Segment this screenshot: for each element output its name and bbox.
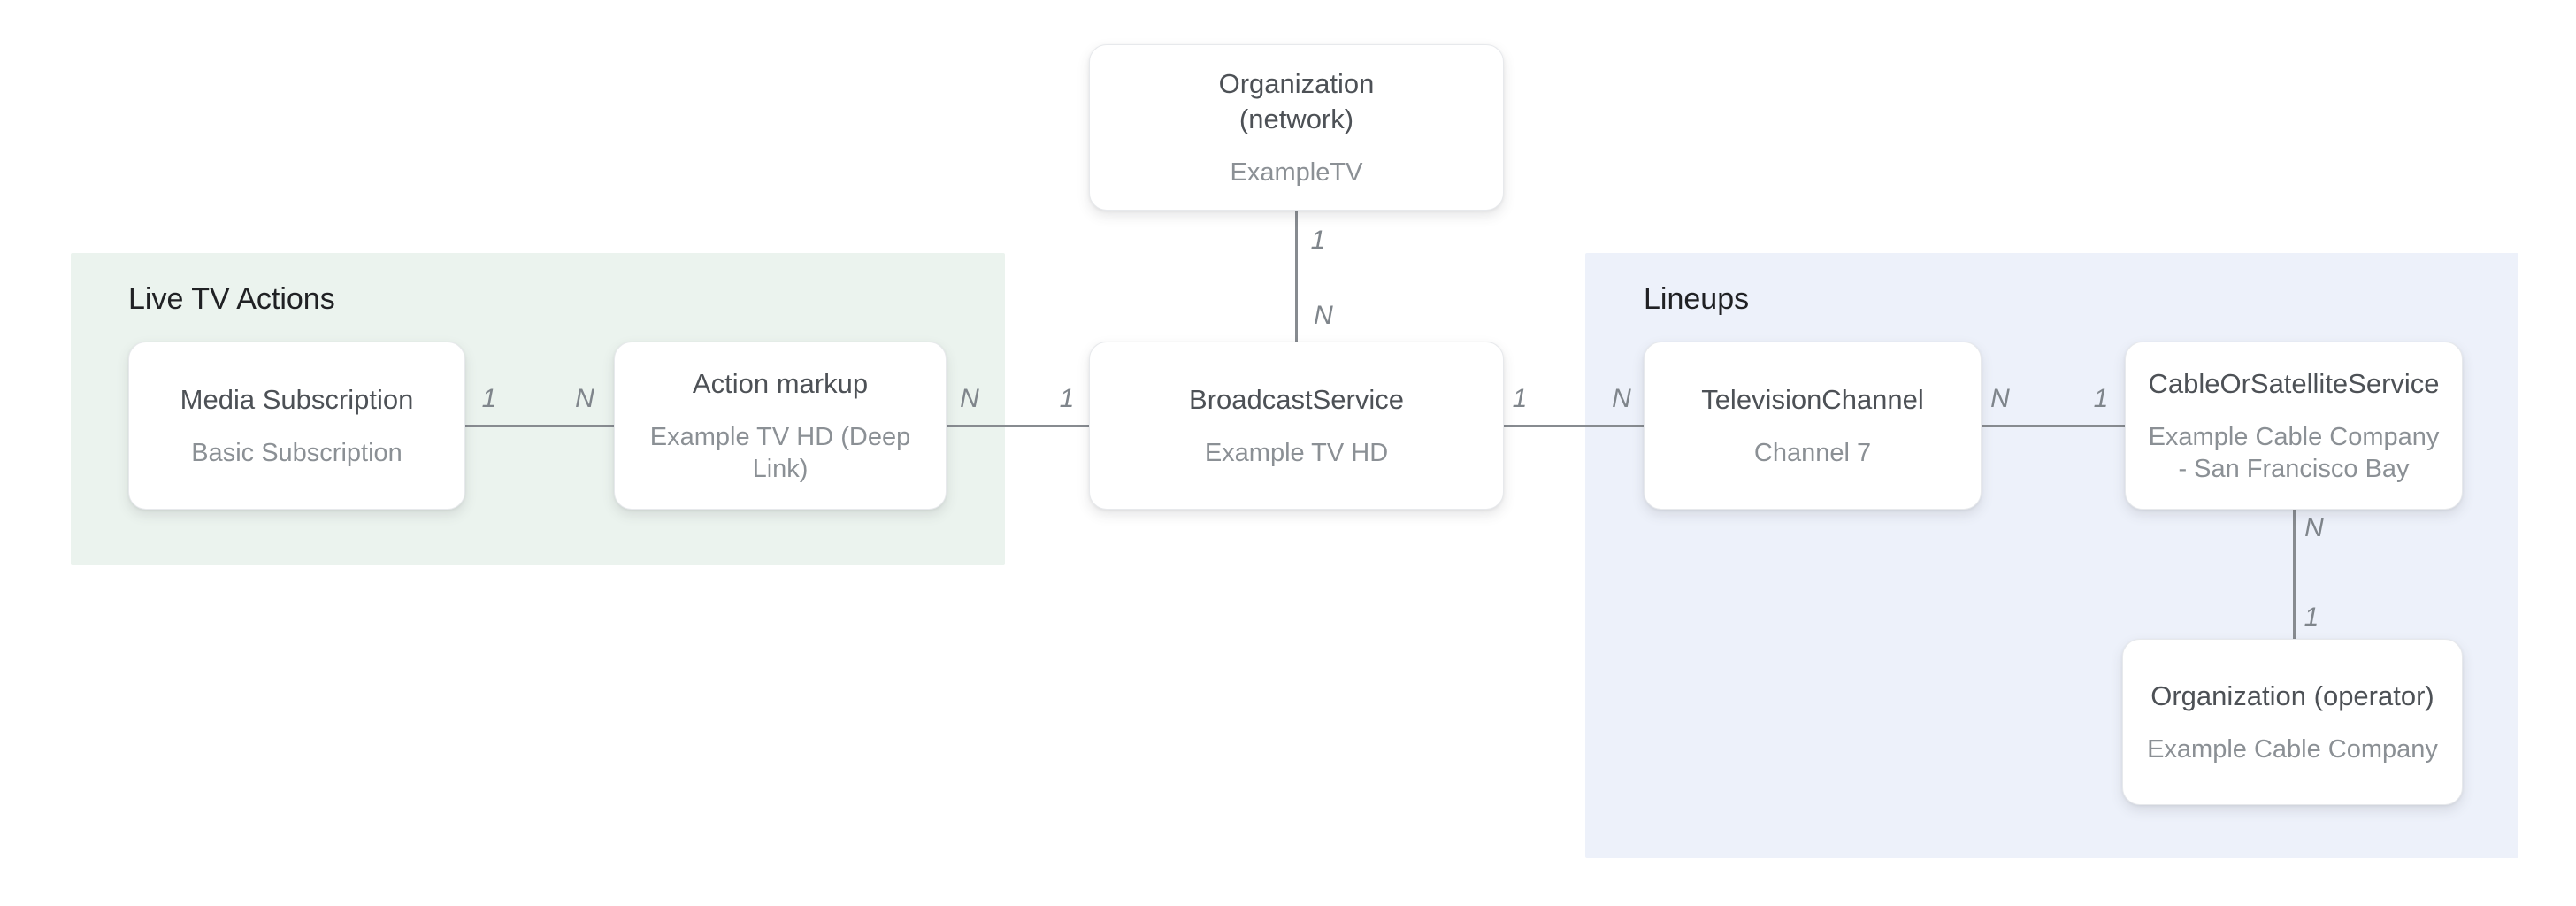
- node-organization-operator: Organization (operator) Example Cable Co…: [2122, 639, 2463, 805]
- node-organization-network: Organization (network) ExampleTV: [1089, 44, 1504, 211]
- node-organization-network-title: Organization (network): [1218, 68, 1375, 134]
- node-organization-operator-title: Organization (operator): [2150, 680, 2434, 711]
- cardinality-cable-operator-end: 1: [2304, 603, 2319, 632]
- edge-action-broadcast-line: [947, 425, 1089, 427]
- node-television-channel-title: TelevisionChannel: [1701, 384, 1924, 415]
- node-broadcast-service-title: BroadcastService: [1189, 384, 1404, 415]
- cardinality-network-broadcast-end: N: [1314, 301, 1333, 330]
- cardinality-broadcast-television-end: N: [1612, 384, 1631, 413]
- edge-cable-operator-line: [2293, 510, 2296, 639]
- node-television-channel: TelevisionChannel Channel 7: [1644, 342, 1982, 510]
- node-action-markup: Action markup Example TV HD (Deep Link): [614, 342, 947, 510]
- cardinality-television-cable-end: 1: [2093, 384, 2109, 413]
- cardinality-television-cable-start: N: [1990, 384, 2010, 413]
- node-media-subscription-subtitle: Basic Subscription: [191, 439, 402, 467]
- node-organization-network-subtitle: ExampleTV: [1230, 158, 1363, 187]
- edge-media-action-line: [465, 425, 614, 427]
- cardinality-network-broadcast-start: 1: [1310, 226, 1326, 255]
- cardinality-broadcast-television-start: 1: [1512, 384, 1528, 413]
- cardinality-media-action-end: N: [575, 384, 594, 413]
- edge-broadcast-television-line: [1504, 425, 1644, 427]
- node-broadcast-service: BroadcastService Example TV HD: [1089, 342, 1504, 510]
- node-broadcast-service-subtitle: Example TV HD: [1204, 439, 1389, 467]
- edge-television-cable-line: [1982, 425, 2125, 427]
- node-organization-operator-subtitle: Example Cable Company: [2147, 735, 2438, 764]
- cardinality-cable-operator-start: N: [2304, 513, 2324, 542]
- node-cable-or-satellite-service-title: CableOrSatelliteService: [2148, 368, 2440, 399]
- node-media-subscription: Media Subscription Basic Subscription: [128, 342, 465, 510]
- cardinality-action-broadcast-end: 1: [1059, 384, 1075, 413]
- node-cable-or-satellite-service: CableOrSatelliteService Example Cable Co…: [2125, 342, 2463, 510]
- node-action-markup-title: Action markup: [692, 368, 869, 399]
- group-title-live-tv-actions: Live TV Actions: [128, 282, 335, 316]
- group-title-lineups: Lineups: [1644, 282, 1750, 316]
- edge-network-broadcast-line: [1295, 211, 1298, 342]
- node-action-markup-subtitle: Example TV HD (Deep Link): [649, 423, 911, 483]
- node-cable-or-satellite-service-subtitle: Example Cable Company - San Francisco Ba…: [2148, 423, 2440, 483]
- node-television-channel-subtitle: Channel 7: [1753, 439, 1872, 467]
- cardinality-media-action-start: 1: [481, 384, 497, 413]
- cardinality-action-broadcast-start: N: [960, 384, 979, 413]
- node-media-subscription-title: Media Subscription: [180, 384, 414, 415]
